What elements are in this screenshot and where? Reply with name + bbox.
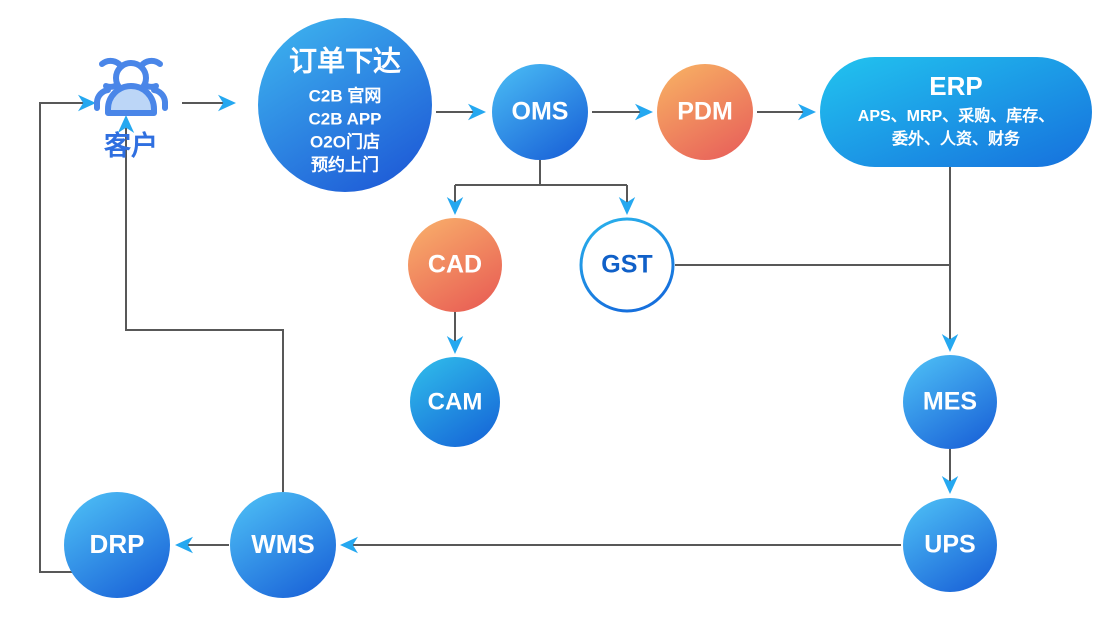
cad-label: CAD: [428, 251, 482, 279]
customer-label: 客户: [104, 130, 158, 161]
erp-line-2: 委外、人资、财务: [891, 129, 1021, 148]
erp-shape: [820, 57, 1092, 167]
drp-circle: [64, 492, 170, 598]
ups-label: UPS: [924, 531, 975, 559]
cam-circle: [410, 357, 500, 447]
gst-circle: [579, 217, 675, 313]
order-line-1: C2B 官网: [309, 85, 382, 105]
node-cam[interactable]: CAM: [410, 357, 500, 447]
erp-line-1: APS、MRP、采购、库存、: [858, 106, 1054, 125]
drp-label: DRP: [90, 529, 145, 559]
edge-wms-to-customer: [117, 115, 284, 492]
mes-label: MES: [923, 388, 977, 416]
order-title: 订单下达: [289, 45, 401, 76]
node-oms[interactable]: OMS: [492, 64, 588, 160]
order-line-4: 预约上门: [311, 154, 379, 174]
node-customer[interactable]: 客户: [94, 57, 168, 161]
cad-circle: [408, 218, 502, 312]
node-ups[interactable]: UPS: [903, 498, 997, 592]
pdm-circle: [657, 64, 753, 160]
node-pdm[interactable]: PDM: [657, 64, 753, 160]
erp-title: ERP: [929, 71, 982, 101]
node-cad[interactable]: CAD: [408, 218, 502, 312]
node-order[interactable]: 订单下达 C2B 官网 C2B APP O2O门店 预约上门: [258, 18, 432, 192]
users-group-icon: [94, 57, 168, 116]
order-circle: [258, 18, 432, 192]
mes-circle: [903, 355, 997, 449]
wms-circle: [230, 492, 336, 598]
node-erp[interactable]: ERP APS、MRP、采购、库存、 委外、人资、财务: [820, 57, 1092, 167]
node-gst[interactable]: GST: [579, 217, 675, 313]
node-wms[interactable]: WMS: [230, 492, 336, 598]
node-mes[interactable]: MES: [903, 355, 997, 449]
cam-label: CAM: [428, 388, 483, 415]
node-drp[interactable]: DRP: [64, 492, 170, 598]
order-line-3: O2O门店: [310, 131, 380, 151]
gst-label: GST: [601, 251, 652, 279]
pdm-label: PDM: [677, 98, 733, 126]
connectors: [39, 94, 959, 573]
ups-circle: [903, 498, 997, 592]
order-line-2: C2B APP: [308, 109, 381, 128]
oms-label: OMS: [512, 98, 569, 126]
wms-label: WMS: [251, 529, 315, 559]
oms-circle: [492, 64, 588, 160]
